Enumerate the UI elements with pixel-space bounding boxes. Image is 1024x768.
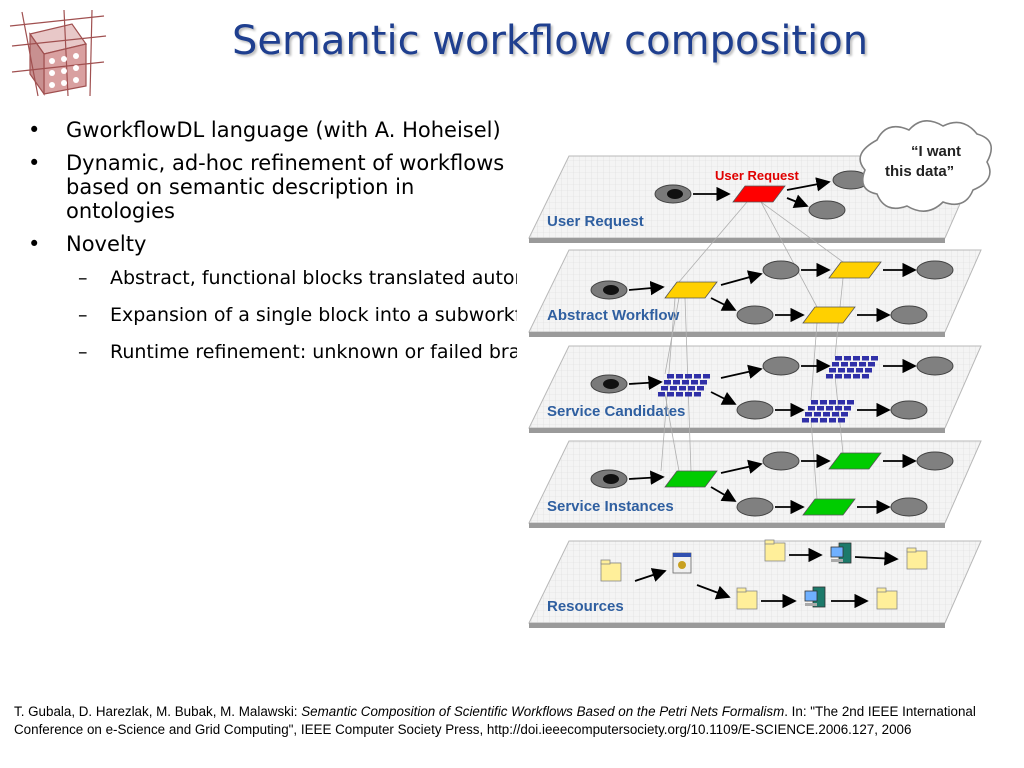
citation-venue: . In: "The 2nd IEEE International Confer… bbox=[14, 704, 976, 737]
thought-cloud: “I want this data” bbox=[859, 120, 993, 212]
refinement-link bbox=[810, 419, 818, 500]
layer-label: Service Instances bbox=[547, 498, 674, 515]
refinement-link bbox=[664, 393, 680, 472]
flow-arrow bbox=[786, 177, 831, 192]
flow-arrow bbox=[710, 391, 737, 405]
flow-arrow bbox=[710, 297, 737, 311]
folder-icon bbox=[876, 587, 898, 610]
service-instance-box bbox=[828, 452, 882, 470]
refinement-link bbox=[760, 201, 818, 308]
start-node-core bbox=[667, 189, 683, 199]
computer-icon bbox=[830, 542, 852, 564]
bullet-item: Novelty bbox=[22, 232, 517, 256]
start-node-core bbox=[603, 474, 619, 484]
sub-bullet-item: Abstract, functional blocks translated a… bbox=[22, 265, 517, 292]
layer-label: Resources bbox=[547, 598, 624, 615]
service-instance-box bbox=[802, 498, 856, 516]
abstract-block bbox=[828, 261, 882, 279]
sub-bullet-item: Expansion of a single block into a subwo… bbox=[22, 302, 517, 329]
citation-paper-title: Semantic Composition of Scientific Workf… bbox=[301, 704, 785, 719]
folder-icon bbox=[600, 559, 622, 582]
workflow-node bbox=[762, 451, 800, 471]
service-icon bbox=[672, 552, 692, 574]
cloud-text-line: “I want bbox=[911, 143, 961, 160]
start-node-core bbox=[603, 379, 619, 389]
workflow-node bbox=[762, 356, 800, 376]
computer-icon bbox=[804, 586, 826, 608]
logo-cube-icon bbox=[9, 9, 107, 97]
bullet-list: GworkflowDL language (with A. Hoheisel) … bbox=[22, 118, 517, 598]
abstract-block bbox=[802, 306, 856, 324]
service-candidate-grid bbox=[658, 374, 710, 397]
flow-arrow bbox=[720, 459, 763, 474]
service-candidate-grid bbox=[826, 356, 878, 379]
layer-label: Abstract Workflow bbox=[547, 307, 680, 324]
bullet-item: Dynamic, ad-hoc refinement of workflows … bbox=[22, 151, 517, 223]
flow-arrow bbox=[634, 568, 667, 582]
citation: T. Gubala, D. Harezlak, M. Bubak, M. Mal… bbox=[14, 703, 1014, 739]
sub-bullet-text: Abstract, functional blocks translated a… bbox=[110, 267, 517, 289]
flow-arrow bbox=[720, 364, 763, 379]
workflow-node bbox=[916, 356, 954, 376]
sub-bullet-text: Runtime refinement: unknown or failed br… bbox=[110, 341, 517, 363]
flow-arrow bbox=[628, 375, 663, 390]
flow-arrow bbox=[720, 270, 763, 286]
layer-label: Service Candidates bbox=[547, 403, 685, 420]
workflow-node bbox=[808, 200, 846, 220]
cloud-text-line: this data” bbox=[885, 163, 954, 180]
workflow-node bbox=[736, 400, 774, 420]
sub-bullet-text: Expansion of a single block into a subwo… bbox=[110, 304, 517, 326]
workflow-node bbox=[890, 497, 928, 517]
user-request-box bbox=[732, 185, 786, 203]
workflow-node bbox=[890, 400, 928, 420]
refinement-link bbox=[810, 322, 818, 401]
flow-arrow bbox=[854, 551, 899, 566]
workflow-node bbox=[762, 260, 800, 280]
start-node-core bbox=[603, 285, 619, 295]
flow-arrow bbox=[710, 486, 737, 502]
bullet-item: GworkflowDL language (with A. Hoheisel) bbox=[22, 118, 517, 142]
refinement-link bbox=[678, 201, 748, 283]
flow-arrow bbox=[628, 280, 665, 296]
user-request-box-label: User Request bbox=[715, 168, 799, 183]
layer-label: User Request bbox=[547, 213, 644, 230]
service-candidate-grid bbox=[802, 400, 854, 423]
workflow-node bbox=[736, 497, 774, 517]
folder-icon bbox=[906, 547, 928, 570]
workflow-node bbox=[890, 305, 928, 325]
folder-icon bbox=[736, 587, 758, 610]
page-title: Semantic workflow composition bbox=[231, 18, 869, 64]
flow-arrow bbox=[628, 470, 665, 485]
sub-bullet-item: Runtime refinement: unknown or failed br… bbox=[22, 339, 517, 366]
workflow-node bbox=[916, 451, 954, 471]
abstract-block bbox=[664, 281, 718, 299]
flow-arrow bbox=[696, 584, 731, 600]
refinement-link bbox=[760, 201, 844, 263]
workflow-node bbox=[916, 260, 954, 280]
folder-icon bbox=[764, 539, 786, 562]
citation-authors: T. Gubala, D. Harezlak, M. Bubak, M. Mal… bbox=[14, 704, 302, 719]
workflow-node bbox=[736, 305, 774, 325]
flow-arrow bbox=[786, 194, 809, 209]
service-instance-box bbox=[664, 470, 718, 488]
